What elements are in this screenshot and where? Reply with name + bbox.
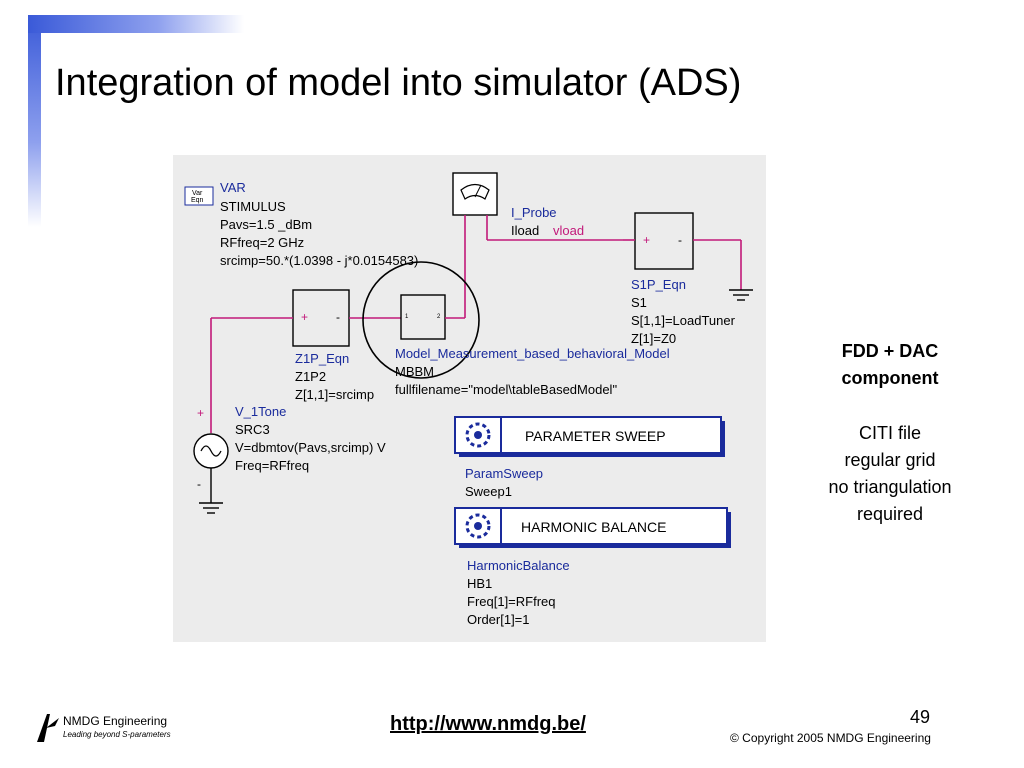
parameter-sweep-button[interactable]: PARAMETER SWEEP xyxy=(454,416,725,457)
source-line-3: V=dbmtov(Pavs,srcimp) V xyxy=(235,440,386,455)
var-line-4: RFfreq=2 GHz xyxy=(220,235,304,250)
nmdg-logo: NMDG Engineering Leading beyond S-parame… xyxy=(35,712,195,748)
s1p-line-2: S1 xyxy=(631,295,647,310)
sweep-line-2: Sweep1 xyxy=(465,484,512,499)
harmonic-gear-icon xyxy=(465,513,491,539)
page-number: 49 xyxy=(910,707,931,727)
accent-bar-horizontal xyxy=(28,15,244,33)
accent-bar-vertical xyxy=(28,15,41,227)
slide-title: Integration of model into simulator (ADS… xyxy=(55,62,742,104)
source-minus: - xyxy=(197,477,201,491)
note-line-2: regular grid xyxy=(844,450,936,470)
probe-line-2: Iload xyxy=(511,223,539,238)
note-heading-2: component xyxy=(841,368,939,388)
probe-line-1: I_Probe xyxy=(511,205,557,220)
source-line-2: SRC3 xyxy=(235,422,270,437)
sweep-line-1: ParamSweep xyxy=(465,466,543,481)
z1p-minus: - xyxy=(336,310,340,324)
mbbm-line-2: MBBM xyxy=(395,364,434,379)
mbbm-line-1: Model_Measurement_based_behavioral_Model xyxy=(395,346,670,361)
footer-url-link[interactable]: http://www.nmdg.be/ xyxy=(390,713,586,735)
ads-schematic: Var Eqn VAR STIMULUS Pavs=1.5 _dBm RFfre… xyxy=(173,155,766,642)
parameter-sweep-label: PARAMETER SWEEP xyxy=(525,428,666,444)
var-eqn-component[interactable]: Var Eqn VAR STIMULUS Pavs=1.5 _dBm RFfre… xyxy=(184,180,418,268)
z1p-line-3: Z[1,1]=srcimp xyxy=(295,387,374,402)
note-line-3: no triangulation xyxy=(828,477,952,497)
harmonic-balance-button[interactable]: HARMONIC BALANCE xyxy=(454,507,731,548)
var-line-1: VAR xyxy=(220,180,246,195)
var-icon-label-1: Var xyxy=(192,190,203,197)
logo-company: NMDG Engineering xyxy=(63,714,168,728)
hb-line-4: Order[1]=1 xyxy=(467,612,530,627)
hb-line-3: Freq[1]=RFfreq xyxy=(467,594,556,609)
ground-symbol-load xyxy=(729,289,753,301)
source-plus: + xyxy=(197,406,204,420)
s1p-load-component[interactable]: + - S1P_Eqn S1 S[1,1]=LoadTuner Z[1]=Z0 xyxy=(631,212,736,346)
mbbm-model-component[interactable]: 1 2 Model_Measurement_based_behavioral_M… xyxy=(362,261,670,397)
var-icon-label-2: Eqn xyxy=(191,197,204,204)
s1p-minus: - xyxy=(678,233,682,247)
net-label-vload: vload xyxy=(553,223,584,238)
current-probe[interactable]: I_Probe Iload xyxy=(452,172,557,238)
copyright-notice: © Copyright 2005 NMDG Engineering xyxy=(730,731,931,745)
hb-line-1: HarmonicBalance xyxy=(467,558,570,573)
var-line-5: srcimp=50.*(1.0398 - j*0.0154583) xyxy=(220,253,418,268)
highlight-circle xyxy=(362,261,480,379)
z1p-plus: + xyxy=(301,310,308,324)
note-line-4: required xyxy=(856,504,924,524)
note-line-1: CITI file xyxy=(858,423,921,443)
z1p-component[interactable]: + - Z1P_Eqn Z1P2 Z[1,1]=srcimp xyxy=(292,289,374,402)
note-heading-1: FDD + DAC xyxy=(841,341,939,361)
sweep-gear-icon xyxy=(465,422,491,448)
mbbm-line-3: fullfilename="model\tableBasedModel" xyxy=(395,382,617,397)
s1p-line-3: S[1,1]=LoadTuner xyxy=(631,313,736,328)
ground-symbol-source xyxy=(199,502,223,514)
s1p-plus: + xyxy=(643,233,650,247)
var-line-2: STIMULUS xyxy=(220,199,286,214)
source-line-1: V_1Tone xyxy=(235,404,286,419)
logo-tagline: Leading beyond S-parameters xyxy=(63,730,171,739)
s1p-line-4: Z[1]=Z0 xyxy=(631,331,676,346)
mbbm-pin-2: 2 xyxy=(437,314,441,320)
var-line-3: Pavs=1.5 _dBm xyxy=(220,217,312,232)
z1p-line-2: Z1P2 xyxy=(295,369,326,384)
s1p-line-1: S1P_Eqn xyxy=(631,277,686,292)
harmonic-balance-label: HARMONIC BALANCE xyxy=(521,519,666,535)
mbbm-pin-1: 1 xyxy=(405,314,409,320)
hb-line-2: HB1 xyxy=(467,576,492,591)
z1p-line-1: Z1P_Eqn xyxy=(295,351,349,366)
source-line-4: Freq=RFfreq xyxy=(235,458,309,473)
logo-mark-icon xyxy=(37,714,59,742)
v-1tone-source[interactable]: + - V_1Tone SRC3 V=dbmtov(Pavs,srcimp) V… xyxy=(193,404,386,491)
